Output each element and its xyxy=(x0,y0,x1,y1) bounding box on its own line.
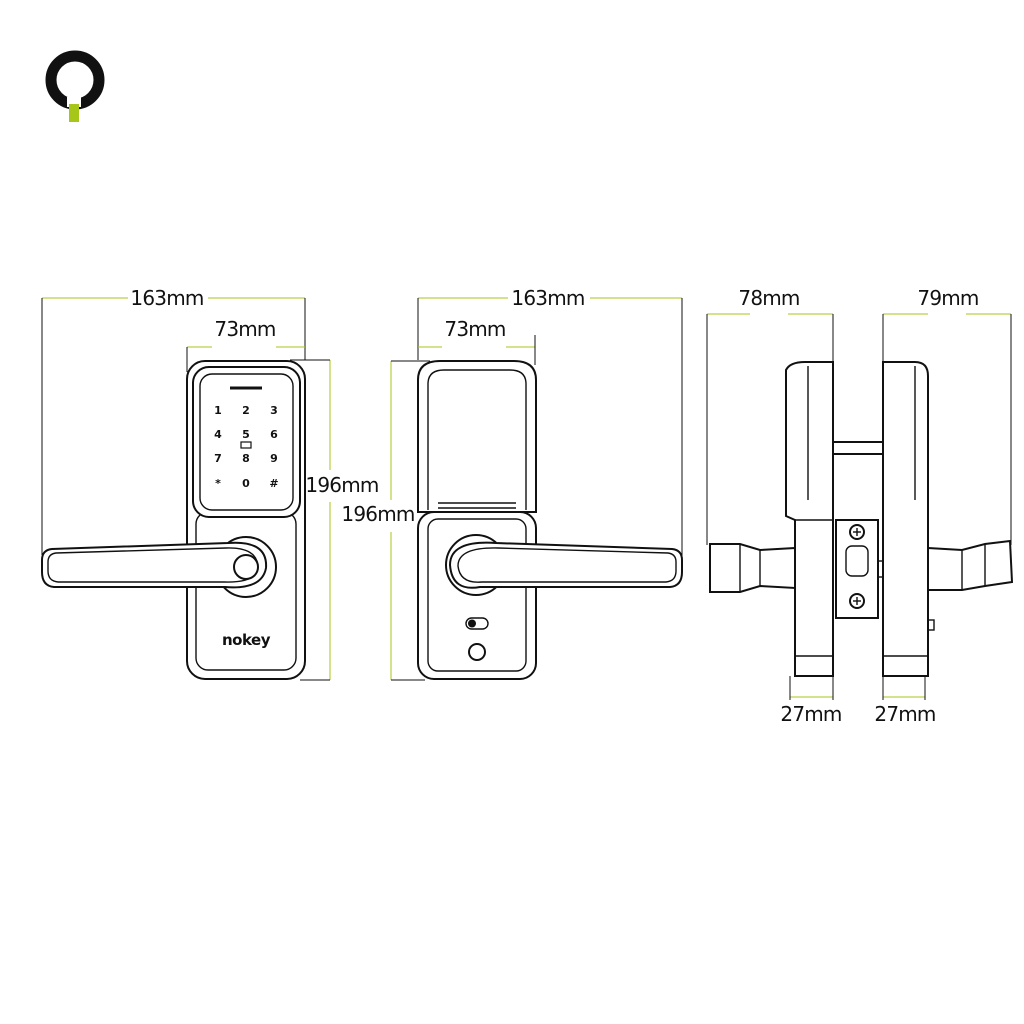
keypad: 1 2 3 4 5 6 7 8 9 * 0 # xyxy=(214,404,278,490)
keypad-key: 2 xyxy=(242,404,250,417)
brand-label: nokey xyxy=(222,631,271,649)
keypad-key: 1 xyxy=(214,404,222,417)
front-height-dimension: 196mm xyxy=(290,359,379,681)
front-width-dimension: 163mm xyxy=(41,286,306,555)
keypad-key: 8 xyxy=(242,452,250,465)
keyhole-logo-icon xyxy=(45,50,105,122)
right-depth-dimension: 79mm xyxy=(882,286,1012,545)
front-plate-width-label: 73mm xyxy=(214,317,275,341)
left-depth-label: 78mm xyxy=(738,286,799,310)
back-height-dimension: 196mm xyxy=(341,360,430,681)
side-view: 78mm 79mm 27mm 27mm xyxy=(706,286,1014,726)
back-plate-width-label: 73mm xyxy=(444,317,505,341)
keypad-key: 9 xyxy=(270,452,278,465)
keypad-key: 6 xyxy=(270,428,278,441)
back-width-label: 163mm xyxy=(511,286,584,310)
front-view: 163mm 73mm 196mm 1 2 3 4 5 6 7 8 9 * 0 # nokey xyxy=(41,286,379,681)
right-plate-dimension: 27mm xyxy=(874,676,936,726)
keypad-key: # xyxy=(269,477,278,490)
front-width-label: 163mm xyxy=(130,286,203,310)
front-plate-width-dimension: 73mm xyxy=(186,317,305,372)
right-depth-label: 79mm xyxy=(917,286,978,310)
front-height-label: 196mm xyxy=(305,473,378,497)
keypad-key: 5 xyxy=(242,428,250,441)
left-plate-label: 27mm xyxy=(780,702,841,726)
back-view: 163mm 73mm 196mm xyxy=(341,286,683,681)
keypad-key: * xyxy=(215,477,221,490)
left-depth-dimension: 78mm xyxy=(706,286,834,545)
keypad-key: 4 xyxy=(214,428,222,441)
keypad-key: 0 xyxy=(242,477,250,490)
lock-icon xyxy=(240,441,252,449)
back-plate-width-dimension: 73mm xyxy=(418,317,536,365)
back-width-dimension: 163mm xyxy=(417,286,683,558)
keypad-key: 7 xyxy=(214,452,222,465)
back-height-label: 196mm xyxy=(341,502,414,526)
right-plate-label: 27mm xyxy=(874,702,935,726)
keypad-key: 3 xyxy=(270,404,278,417)
left-plate-dimension: 27mm xyxy=(780,676,842,726)
